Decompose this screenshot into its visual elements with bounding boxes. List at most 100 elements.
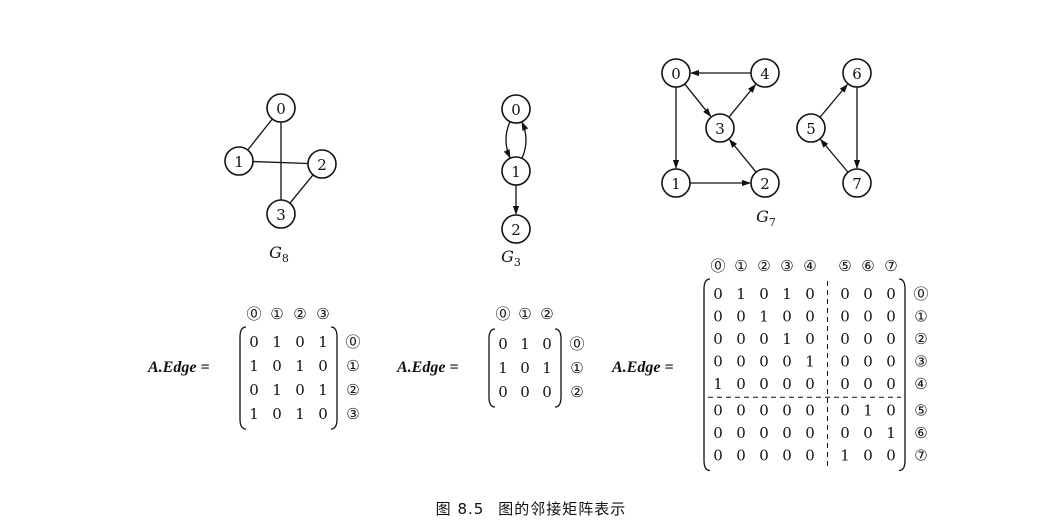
m3-cell-2-2: 0 bbox=[542, 383, 552, 401]
m7-row-index-4: ④ bbox=[914, 375, 927, 393]
g8-node-1: 1 bbox=[224, 146, 254, 176]
m7-cell-3-0: 0 bbox=[713, 353, 723, 371]
g8-node-circle-0 bbox=[266, 93, 296, 123]
g3-node-circle-0 bbox=[501, 94, 531, 124]
g7-node-7: 7 bbox=[842, 168, 872, 198]
m7-cell-5-6: 1 bbox=[863, 402, 873, 420]
m8-col-index-1: ① bbox=[270, 305, 283, 323]
m7-cell-1-4: 0 bbox=[805, 308, 815, 326]
m3-col-index-2: ② bbox=[540, 305, 553, 323]
g7-edge-3-4 bbox=[728, 83, 757, 118]
graph-name-g8: G8 bbox=[269, 243, 289, 265]
m7-cell-5-4: 0 bbox=[805, 402, 815, 420]
m8-cell-1-0: 1 bbox=[249, 357, 259, 375]
g7-node-circle-4 bbox=[750, 58, 780, 88]
g3-node-label-0: 0 bbox=[511, 101, 521, 119]
g7-node-circle-7 bbox=[842, 168, 872, 198]
m7-col-index-7: ⑦ bbox=[884, 257, 897, 275]
m7-cell-6-7: 1 bbox=[886, 424, 896, 442]
m7-cell-4-7: 0 bbox=[886, 375, 896, 393]
g8-edge-1-2 bbox=[252, 160, 309, 165]
g3-node-0: 0 bbox=[501, 94, 531, 124]
m7-cell-7-6: 0 bbox=[863, 447, 873, 465]
m7-cell-2-0: 0 bbox=[713, 330, 723, 348]
g7-node-2: 2 bbox=[750, 168, 780, 198]
g8-node-label-2: 2 bbox=[317, 156, 327, 174]
g7-node-circle-3 bbox=[705, 113, 735, 143]
g7-node-circle-0 bbox=[661, 58, 691, 88]
m7-cell-1-6: 0 bbox=[863, 308, 873, 326]
m3-left-bracket bbox=[488, 328, 496, 408]
g7-node-label-2: 2 bbox=[760, 175, 770, 193]
g7-node-circle-5 bbox=[796, 113, 826, 143]
m7-cell-1-3: 0 bbox=[782, 308, 792, 326]
m7-cell-1-2: 1 bbox=[759, 308, 769, 326]
g8-node-circle-3 bbox=[266, 199, 296, 229]
m3-cell-2-1: 0 bbox=[520, 383, 530, 401]
m7-cell-0-5: 0 bbox=[840, 285, 850, 303]
g7-node-label-5: 5 bbox=[806, 120, 816, 138]
g3-node-label-2: 2 bbox=[511, 221, 521, 239]
m7-cell-2-7: 0 bbox=[886, 330, 896, 348]
m7-cell-0-4: 0 bbox=[805, 285, 815, 303]
m8-cell-2-2: 0 bbox=[295, 381, 305, 399]
m8-cell-0-0: 0 bbox=[249, 333, 259, 351]
m7-cell-2-6: 0 bbox=[863, 330, 873, 348]
m8-cell-2-0: 0 bbox=[249, 381, 259, 399]
m7-col-index-5: ⑤ bbox=[838, 257, 851, 275]
m8-col-index-2: ② bbox=[293, 305, 306, 323]
g7-node-0: 0 bbox=[661, 58, 691, 88]
g8-node-circle-1 bbox=[224, 146, 254, 176]
m7-cell-7-1: 0 bbox=[736, 447, 746, 465]
m7-col-index-4: ④ bbox=[803, 257, 816, 275]
m3-cell-0-1: 1 bbox=[520, 335, 530, 353]
m7-row-index-1: ① bbox=[914, 308, 927, 326]
m7-cell-0-1: 1 bbox=[736, 285, 746, 303]
m8-cell-0-3: 1 bbox=[318, 333, 328, 351]
m7-cell-6-1: 0 bbox=[736, 424, 746, 442]
graph-name-g7: G7 bbox=[756, 207, 776, 229]
matrix-label-m7: A.Edge = bbox=[611, 359, 674, 376]
m7-cell-5-5: 0 bbox=[840, 402, 850, 420]
m8-row-index-2: ② bbox=[346, 381, 359, 399]
m7-cell-3-7: 0 bbox=[886, 353, 896, 371]
m8-left-bracket bbox=[239, 326, 247, 430]
m7-cell-5-2: 0 bbox=[759, 402, 769, 420]
m7-col-index-0: ⓪ bbox=[710, 257, 725, 275]
g7-edge-2-3 bbox=[728, 138, 757, 173]
m8-cell-2-1: 1 bbox=[272, 381, 282, 399]
m7-cell-5-7: 0 bbox=[886, 402, 896, 420]
matrix-label-m8: A.Edge = bbox=[147, 359, 210, 376]
m7-cell-4-2: 0 bbox=[759, 375, 769, 393]
g7-node-label-7: 7 bbox=[852, 175, 862, 193]
m8-cell-2-3: 1 bbox=[318, 381, 328, 399]
m7-cell-5-1: 0 bbox=[736, 402, 746, 420]
m8-cell-3-3: 0 bbox=[318, 405, 328, 423]
g7-node-label-3: 3 bbox=[715, 120, 725, 138]
m3-row-index-1: ① bbox=[570, 359, 583, 377]
m8-right-bracket bbox=[330, 326, 338, 430]
matrix-label-m3: A.Edge = bbox=[396, 359, 459, 376]
g7-node-5: 5 bbox=[796, 113, 826, 143]
graph-name-g3: G3 bbox=[501, 247, 521, 269]
m7-cell-7-7: 0 bbox=[886, 447, 896, 465]
m7-cell-0-2: 0 bbox=[759, 285, 769, 303]
m7-left-bracket bbox=[703, 278, 711, 472]
m7-cell-5-3: 0 bbox=[782, 402, 792, 420]
m7-cell-7-5: 1 bbox=[840, 447, 850, 465]
m7-cell-7-3: 0 bbox=[782, 447, 792, 465]
m7-cell-6-2: 0 bbox=[759, 424, 769, 442]
m7-cell-3-3: 0 bbox=[782, 353, 792, 371]
m7-cell-6-4: 0 bbox=[805, 424, 815, 442]
m7-row-index-5: ⑤ bbox=[914, 402, 927, 420]
m8-row-index-3: ③ bbox=[346, 405, 359, 423]
m8-cell-3-2: 1 bbox=[295, 405, 305, 423]
m8-cell-0-2: 0 bbox=[295, 333, 305, 351]
m7-cell-3-2: 0 bbox=[759, 353, 769, 371]
g8-node-0: 0 bbox=[266, 93, 296, 123]
m7-row-index-0: ⓪ bbox=[913, 285, 928, 303]
